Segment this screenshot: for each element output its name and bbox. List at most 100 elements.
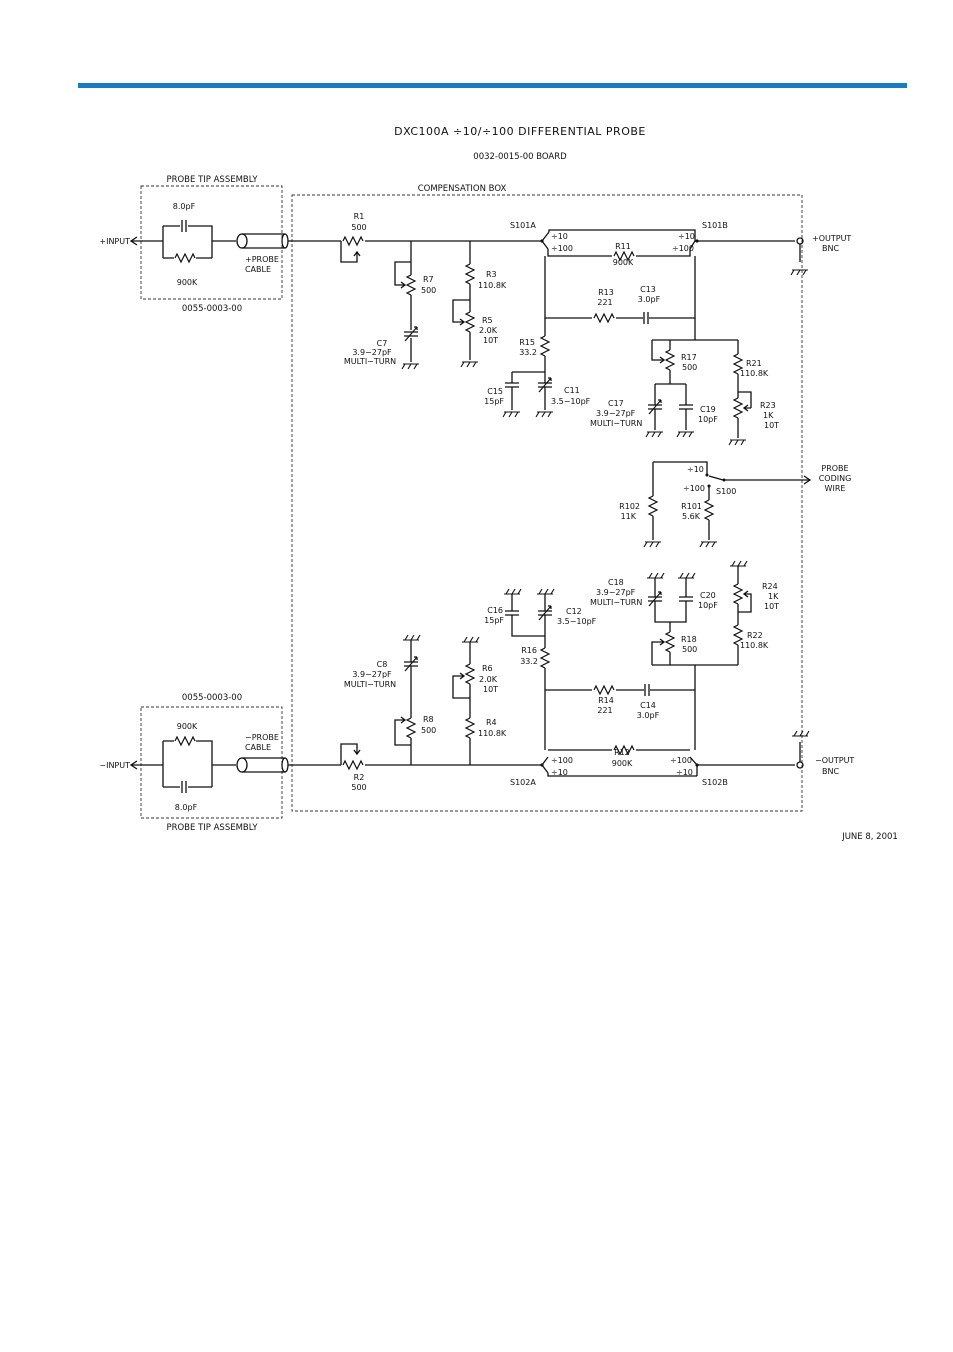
svg-text:2.0K: 2.0K <box>479 326 498 335</box>
svg-text:11K: 11K <box>621 512 637 521</box>
svg-text:900K: 900K <box>177 722 198 731</box>
schematic-title: DXC100A ÷10/÷100 DIFFERENTIAL PROBE <box>394 125 646 138</box>
svg-text:R22: R22 <box>747 631 763 640</box>
svg-text:÷100: ÷100 <box>551 244 573 253</box>
svg-text:+OUTPUT: +OUTPUT <box>812 234 851 243</box>
svg-text:÷10: ÷10 <box>678 232 695 241</box>
svg-text:10T: 10T <box>483 336 498 345</box>
compensation-label: COMPENSATION BOX <box>418 184 507 194</box>
svg-text:R15: R15 <box>519 338 535 347</box>
svg-text:÷10: ÷10 <box>551 768 568 777</box>
tip-bottom-label: PROBE TIP ASSEMBLY <box>166 823 258 833</box>
svg-text:BNC: BNC <box>822 767 839 776</box>
svg-text:C20: C20 <box>700 591 716 600</box>
svg-text:CABLE: CABLE <box>245 265 271 274</box>
svg-text:110.8K: 110.8K <box>478 281 507 290</box>
svg-text:500: 500 <box>421 286 436 295</box>
svg-text:÷100: ÷100 <box>551 756 573 765</box>
svg-text:3.5−10pF: 3.5−10pF <box>557 617 597 626</box>
svg-text:R8: R8 <box>423 715 434 724</box>
svg-text:C17: C17 <box>608 399 624 408</box>
svg-text:BNC: BNC <box>822 244 839 253</box>
compensation-box <box>291 194 803 812</box>
svg-text:221: 221 <box>597 706 612 715</box>
plus-input-label: +INPUT <box>99 237 130 246</box>
svg-text:R5: R5 <box>482 316 493 325</box>
svg-text:500: 500 <box>682 645 697 654</box>
svg-text:8.0pF: 8.0pF <box>175 803 198 812</box>
date-label: JUNE 8, 2001 <box>841 832 898 842</box>
svg-text:R11: R11 <box>615 242 631 251</box>
tip-top-label: PROBE TIP ASSEMBLY <box>166 175 258 185</box>
svg-text:WIRE: WIRE <box>825 484 846 493</box>
svg-text:3.9−27pF: 3.9−27pF <box>596 409 636 418</box>
plus-probe-cable <box>236 233 289 249</box>
r2-label: R2 <box>354 773 365 782</box>
svg-text:15pF: 15pF <box>484 397 504 406</box>
minus-input-label: −INPUT <box>99 761 130 770</box>
svg-text:MULTI−TURN: MULTI−TURN <box>590 598 642 607</box>
svg-text:MULTI−TURN: MULTI−TURN <box>344 357 396 366</box>
svg-text:3.9−27pF: 3.9−27pF <box>352 348 392 357</box>
svg-text:R102: R102 <box>619 502 640 511</box>
tip-bottom-part: 0055-0003-00 <box>182 693 242 703</box>
svg-text:900K: 900K <box>612 759 633 768</box>
svg-text:900K: 900K <box>613 258 634 267</box>
svg-text:C18: C18 <box>608 578 624 587</box>
svg-text:+PROBE: +PROBE <box>245 255 279 264</box>
svg-text:R16: R16 <box>521 646 537 655</box>
svg-text:÷10: ÷10 <box>551 232 568 241</box>
svg-text:33.2: 33.2 <box>520 657 538 666</box>
svg-text:R18: R18 <box>681 635 697 644</box>
tip-cap-top: 8.0pF <box>173 202 196 211</box>
svg-text:10T: 10T <box>764 602 779 611</box>
svg-text:2.0K: 2.0K <box>479 675 498 684</box>
svg-text:÷10: ÷10 <box>687 465 704 474</box>
svg-text:CODING: CODING <box>819 474 852 483</box>
s102a-label: S102A <box>510 778 536 787</box>
svg-text:R6: R6 <box>482 664 493 673</box>
svg-text:C15: C15 <box>487 387 503 396</box>
svg-text:C16: C16 <box>487 606 503 615</box>
svg-text:PROBE: PROBE <box>821 464 848 473</box>
tip-top-part: 0055-0003-00 <box>182 304 242 314</box>
svg-text:10pF: 10pF <box>698 601 718 610</box>
s101a-label: S101A <box>510 221 536 230</box>
svg-text:R13: R13 <box>598 288 614 297</box>
board-label: 0032-0015-00 BOARD <box>473 152 567 162</box>
svg-text:500: 500 <box>682 363 697 372</box>
svg-text:MULTI−TURN: MULTI−TURN <box>590 419 642 428</box>
svg-text:3.0pF: 3.0pF <box>637 711 660 720</box>
svg-text:3.9−27pF: 3.9−27pF <box>596 588 636 597</box>
svg-text:10pF: 10pF <box>698 415 718 424</box>
svg-text:3.5−10pF: 3.5−10pF <box>551 397 591 406</box>
svg-text:R7: R7 <box>423 275 434 284</box>
svg-text:CABLE: CABLE <box>245 743 271 752</box>
svg-text:R14: R14 <box>598 696 614 705</box>
svg-text:R4: R4 <box>486 718 497 727</box>
svg-text:C13: C13 <box>640 285 656 294</box>
svg-text:MULTI−TURN: MULTI−TURN <box>344 680 396 689</box>
svg-text:R24: R24 <box>762 582 778 591</box>
s100-label: S100 <box>716 487 736 496</box>
svg-text:÷10: ÷10 <box>676 768 693 777</box>
svg-text:R21: R21 <box>746 359 762 368</box>
svg-text:15pF: 15pF <box>484 616 504 625</box>
svg-text:C14: C14 <box>640 701 656 710</box>
plus-input-arrow <box>129 236 163 246</box>
svg-text:500: 500 <box>351 783 366 792</box>
s101b-label: S101B <box>702 221 728 230</box>
svg-text:500: 500 <box>351 223 366 232</box>
svg-text:R17: R17 <box>681 353 697 362</box>
svg-text:33.2: 33.2 <box>519 348 537 357</box>
svg-text:3.0pF: 3.0pF <box>638 295 661 304</box>
svg-text:−PROBE: −PROBE <box>245 733 279 742</box>
svg-text:10T: 10T <box>764 421 779 430</box>
s102b-label: S102B <box>702 778 728 787</box>
svg-text:1K: 1K <box>768 592 779 601</box>
svg-text:1K: 1K <box>763 411 774 420</box>
svg-text:221: 221 <box>597 298 612 307</box>
svg-text:110.8K: 110.8K <box>740 641 769 650</box>
r1-label: R1 <box>354 212 365 221</box>
